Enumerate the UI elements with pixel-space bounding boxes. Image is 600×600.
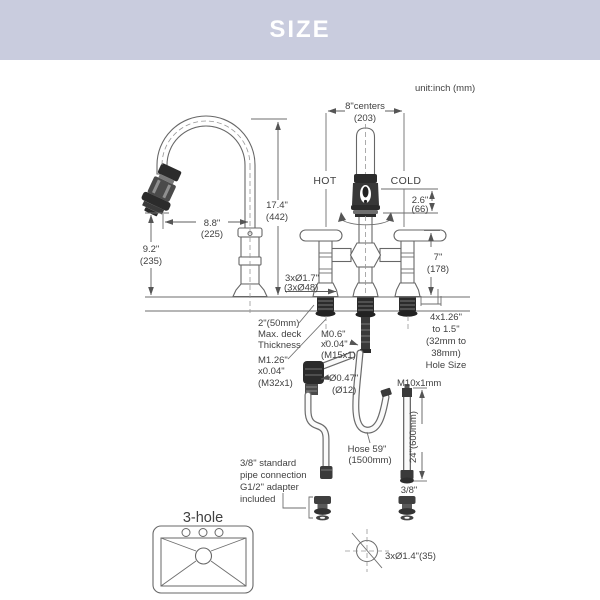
bridge-junction xyxy=(349,242,382,268)
spout-shank-thread-line1: M1.26" xyxy=(258,355,288,366)
deck-thickness-line2: Max. deck xyxy=(258,329,302,340)
hot-cross-handle xyxy=(299,229,343,242)
swivel-arrow-icon xyxy=(338,212,394,226)
dim-spout-height-mm: (235) xyxy=(140,256,162,267)
bridge-pipe-left xyxy=(330,247,352,263)
dim-escutcheon-in: 3xØ1.7" xyxy=(285,273,319,284)
deck-thickness-line1: 2"(50mm) xyxy=(258,318,299,329)
adapter-note-line4: included xyxy=(240,494,275,505)
spout-shank-thread-line2: x0.04" xyxy=(258,366,285,377)
cold-shank xyxy=(397,297,418,317)
dim-handle-height-mm: (178) xyxy=(427,264,449,275)
cold-label: COLD xyxy=(391,175,422,187)
bridge-pipe-right xyxy=(379,247,402,263)
hot-label: HOT xyxy=(313,175,337,187)
dim-centers-mm: (203) xyxy=(354,113,376,124)
dim-spout-height-in: 9.2" xyxy=(143,244,160,255)
dim-spray-head-in: 2.6" xyxy=(412,195,429,206)
deck-thickness-line3: Thickness xyxy=(258,340,301,351)
supply-hose-length-label: 24"(600mm) xyxy=(408,411,419,463)
mounting-nut-left xyxy=(314,496,331,521)
dim-centers-in: 8"centers xyxy=(345,101,385,112)
hole-size-line1: 4x1.26" xyxy=(430,312,462,323)
supply-thread-label: M10x1mm xyxy=(397,378,441,389)
hose-length-line2: (1500mm) xyxy=(348,455,391,466)
pull-down-hose-loop xyxy=(352,349,392,434)
side-view-spout xyxy=(141,115,268,298)
spray-shank-thread-line1: M0.6" xyxy=(321,329,346,340)
center-shank xyxy=(355,297,376,353)
hose-diameter-in: Ø0.47" xyxy=(329,373,358,384)
cold-cross-handle xyxy=(393,229,447,242)
adapter-note-line2: pipe connection xyxy=(240,470,307,481)
page-title: SIZE xyxy=(269,16,331,43)
sprayer-head xyxy=(141,163,182,217)
dim-spout-reach-mm: (225) xyxy=(201,229,223,240)
hole-size-line4: 38mm) xyxy=(431,348,461,359)
hole-size-line3: (32mm to xyxy=(426,336,466,347)
supply-hose-24in xyxy=(400,384,414,484)
spray-elbow-fitting xyxy=(303,361,324,395)
adapter-note-line1: 3/8" standard xyxy=(240,458,296,469)
adapter-note-line3: G1/2" adapter xyxy=(240,482,299,493)
below-deck-assembly xyxy=(303,297,418,521)
front-view-faucet xyxy=(299,127,447,298)
dimension-lines xyxy=(145,108,442,519)
sink-drawing xyxy=(152,525,254,594)
hose-diameter-mm: (Ø12) xyxy=(332,385,356,396)
mounting-nut-right xyxy=(398,496,416,521)
dim-spray-head-mm: (66) xyxy=(412,204,429,215)
faucet-holes-label: 3xØ1.4"(35) xyxy=(385,551,436,562)
size-banner: SIZE xyxy=(0,0,600,60)
spray-supply-hose xyxy=(304,391,333,479)
hot-shank xyxy=(315,297,336,317)
dim-overall-height-mm: (442) xyxy=(266,212,288,223)
centerlines xyxy=(161,120,409,572)
hose-length-line1: Hose 59" xyxy=(348,444,387,455)
spray-shank-thread-line3: (M15x1) xyxy=(321,350,356,361)
unit-note: unit:inch (mm) xyxy=(415,83,475,94)
dim-spout-reach-in: 8.8" xyxy=(204,218,221,229)
dim-escutcheon-mm: (3xØ48) xyxy=(284,283,318,294)
spray-shank-thread-line2: x0.04" xyxy=(321,339,348,350)
dim-overall-height-in: 17.4" xyxy=(266,200,288,211)
hole-size-line5: Hole Size xyxy=(426,360,467,371)
hole-size-line2: to 1.5" xyxy=(432,324,459,335)
spray-wand-head xyxy=(351,174,380,217)
dim-handle-height-in: 7" xyxy=(434,252,443,263)
supply-connection-label: 3/8" xyxy=(401,485,418,496)
spout-shank-thread-line3: (M32x1) xyxy=(258,378,293,389)
sink-type-label: 3-hole xyxy=(183,510,223,526)
